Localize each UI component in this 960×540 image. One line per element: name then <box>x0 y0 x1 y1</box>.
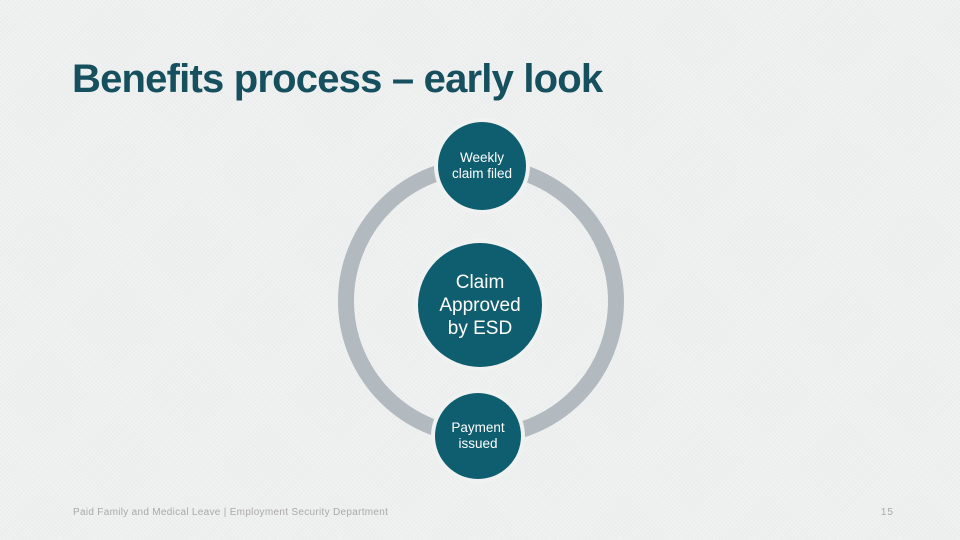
cycle-node-label: Payment issued <box>451 420 505 451</box>
page-number: 15 <box>880 507 894 518</box>
cycle-node-payment-issued: Payment issued <box>435 393 521 479</box>
footer-text: Paid Family and Medical Leave | Employme… <box>73 507 389 518</box>
cycle-node-weekly-claim-filed: Weekly claim filed <box>438 122 526 210</box>
cycle-node-label: Claim Approved by ESD <box>439 271 521 339</box>
slide-title: Benefits process – early look <box>72 57 603 101</box>
cycle-node-claim-approved-by-esd: Claim Approved by ESD <box>418 243 542 367</box>
cycle-node-label: Weekly claim filed <box>451 150 513 181</box>
